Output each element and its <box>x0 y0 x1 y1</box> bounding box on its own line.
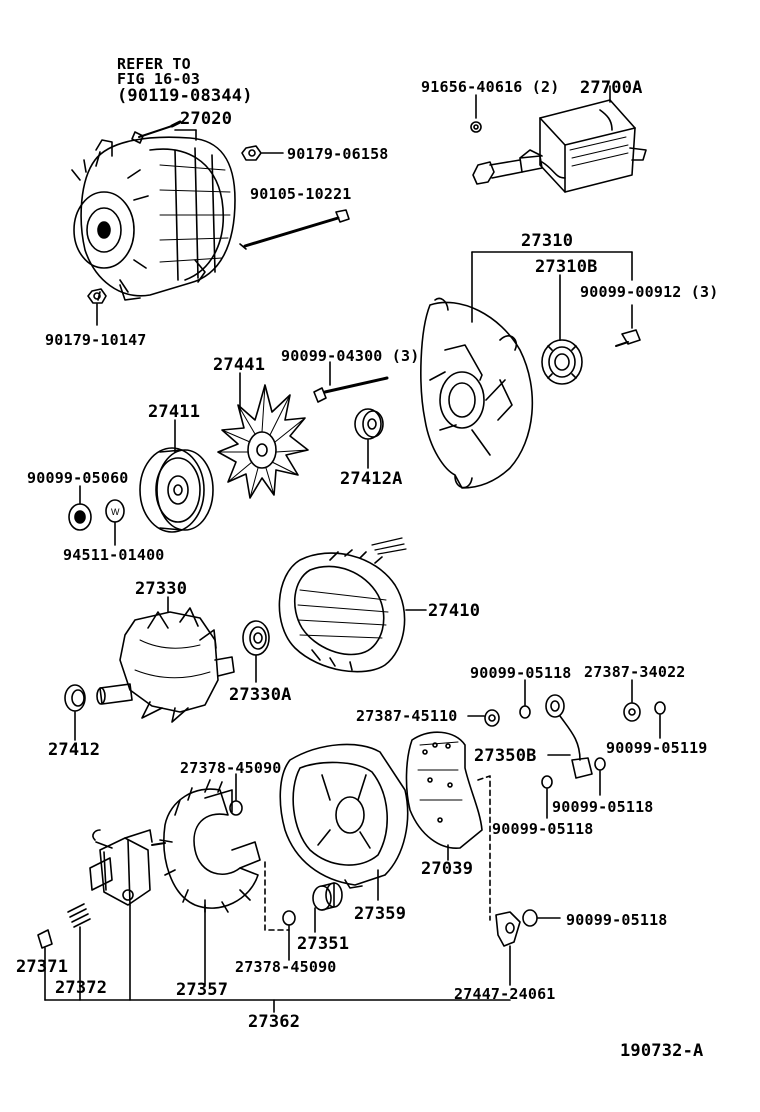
label-90099-05118-a: 90099-05118 <box>470 664 572 682</box>
washer-90099-05118-b <box>594 757 606 771</box>
label-90099-04300: 90099-04300 (3) <box>281 347 420 365</box>
label-27387-34022: 27387-34022 <box>584 663 686 681</box>
label-27411: 27411 <box>148 402 201 422</box>
drive-end-frame-27310 <box>420 297 534 489</box>
nut-27387-45110 <box>484 709 500 727</box>
nut-90099-05060 <box>68 503 92 531</box>
through-bolt-90105-10221 <box>239 209 350 250</box>
label-27371: 27371 <box>16 957 69 977</box>
refer-line-2: FIG 16-03 <box>117 70 201 88</box>
rectifier-27357 <box>159 779 261 913</box>
label-94511-01400: 94511-01400 <box>63 546 165 564</box>
label-27357: 27357 <box>176 980 229 1000</box>
label-27350B: 27350B <box>474 746 537 766</box>
lead-wire-27350B <box>545 694 593 779</box>
label-27412A: 27412A <box>340 469 403 489</box>
terminal-insulator-27039 <box>405 731 483 849</box>
screw-90099-00912 <box>615 304 641 347</box>
refer-line-3: (90119-08344) <box>117 86 253 106</box>
label-27359: 27359 <box>354 904 407 924</box>
label-27441: 27441 <box>213 355 266 375</box>
washer-90099-05119 <box>654 701 666 715</box>
nut-27378-45090-a <box>229 800 243 816</box>
label-90179-10147: 90179-10147 <box>45 331 147 349</box>
label-91656-40616: 91656-40616 (2) <box>421 78 560 96</box>
washer-94511-01400: W <box>105 499 125 523</box>
label-90099-00912: 90099-00912 (3) <box>580 283 719 301</box>
brush-27371 <box>37 929 53 949</box>
label-27020: 27020 <box>180 109 233 129</box>
label-27372: 27372 <box>55 978 108 998</box>
label-27362: 27362 <box>248 1012 301 1032</box>
label-90099-05060: 90099-05060 <box>27 469 129 487</box>
label-27351: 27351 <box>297 934 350 954</box>
alternator-assembly-27020 <box>71 120 236 301</box>
collar-27412 <box>64 684 86 712</box>
label-27410: 27410 <box>428 601 481 621</box>
figure-id: 190732-A <box>620 1041 704 1061</box>
spacer-27412A <box>354 408 384 440</box>
label-27387-45110: 27387-45110 <box>356 707 458 725</box>
pulley-27411 <box>139 447 214 533</box>
label-90179-06158: 90179-06158 <box>287 145 389 163</box>
nut-90179-10147 <box>87 288 107 304</box>
regulator-27700A <box>472 99 647 193</box>
label-27378-45090-b: 27378-45090 <box>235 958 337 976</box>
label-27039: 27039 <box>421 859 474 879</box>
label-27330: 27330 <box>135 579 188 599</box>
washer-90099-05118-c <box>541 775 553 789</box>
label-90099-05119: 90099-05119 <box>606 739 708 757</box>
label-90099-05118-d: 90099-05118 <box>566 911 668 929</box>
bearing-27330A <box>242 620 270 656</box>
brush-holder-assembly <box>89 829 166 906</box>
bolt-90099-04300 <box>313 376 389 403</box>
label-27330A: 27330A <box>229 685 292 705</box>
refer-line-1: REFER TO <box>117 55 191 73</box>
label-27378-45090-a: 27378-45090 <box>180 759 282 777</box>
label-27310B: 27310B <box>535 257 598 277</box>
bearing-27310B <box>541 339 583 385</box>
stator-27410 <box>278 537 407 673</box>
label-27412: 27412 <box>48 740 101 760</box>
spring-27372 <box>67 903 91 928</box>
label-90099-05118-b: 90099-05118 <box>552 798 654 816</box>
label-27447-24061: 27447-24061 <box>454 985 556 1003</box>
label-27700A: 27700A <box>580 78 643 98</box>
insulator-27387-34022 <box>623 702 641 722</box>
terminal-27447-24061 <box>495 909 538 947</box>
washer-90099-05118-a <box>519 705 531 719</box>
label-90099-05118-c: 90099-05118 <box>492 820 594 838</box>
label-27310: 27310 <box>521 231 574 251</box>
rectifier-end-frame-27359 <box>279 743 409 889</box>
label-90105-10221: 90105-10221 <box>250 185 352 203</box>
fan-27441 <box>217 384 309 499</box>
screw-91656-40616 <box>470 121 482 133</box>
svg-text:W: W <box>111 507 120 517</box>
rotor-27330 <box>96 607 235 723</box>
nut-27378-45090-b <box>282 910 296 926</box>
bushing-27351 <box>312 882 343 911</box>
nut-90179-06158 <box>241 145 262 161</box>
